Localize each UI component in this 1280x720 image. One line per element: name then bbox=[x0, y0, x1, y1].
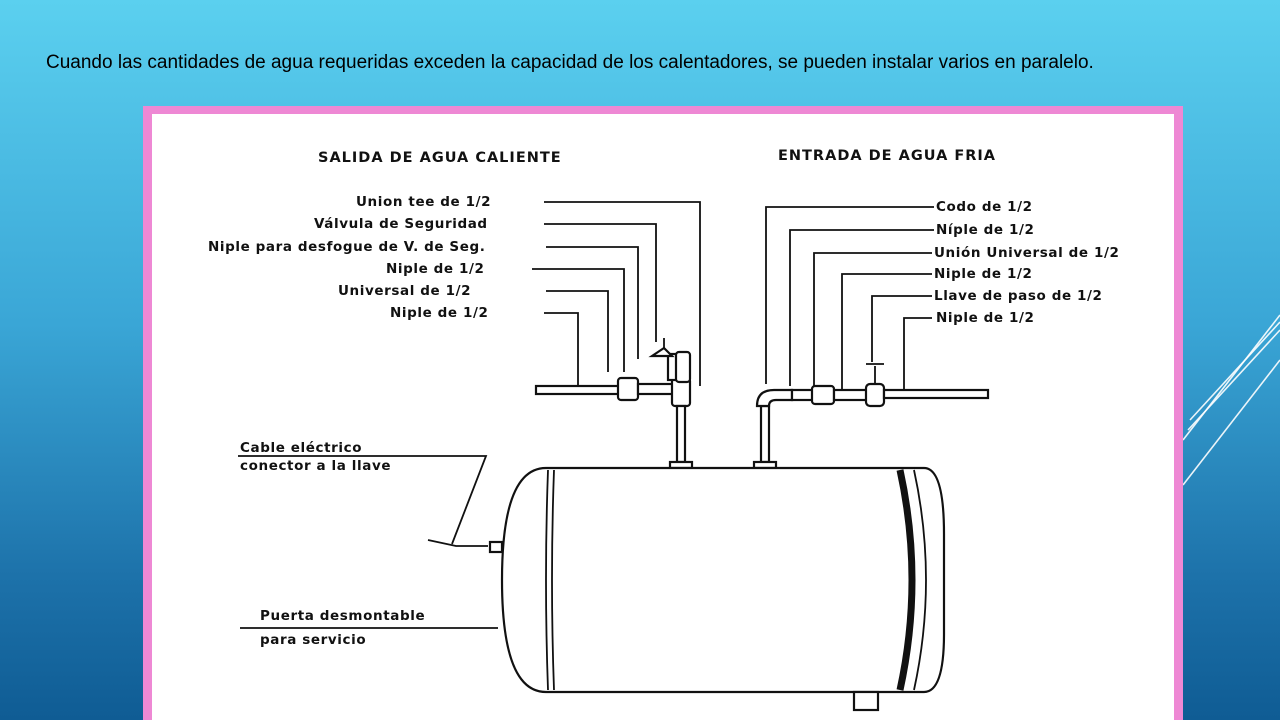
universal-union-right bbox=[810, 384, 836, 406]
water-heater-diagram: SALIDA DE AGUA CALIENTE ENTRADA DE AGUA … bbox=[152, 114, 1174, 720]
pipe-vertical-hot bbox=[675, 404, 687, 464]
tank-body bbox=[500, 466, 946, 694]
tank-support-leg bbox=[852, 690, 880, 712]
water-heater-tank bbox=[488, 466, 946, 712]
cold-water-piping bbox=[752, 363, 990, 470]
hot-water-piping bbox=[534, 338, 694, 470]
label-elbow: Codo de 1/2 bbox=[936, 199, 1033, 215]
side-leader-lines bbox=[238, 455, 498, 629]
label-nipple-left-2: Niple de 1/2 bbox=[390, 305, 489, 321]
tank-seam-left bbox=[545, 469, 549, 691]
safety-valve-bonnet bbox=[648, 346, 675, 358]
pipe-horizontal-right bbox=[882, 388, 990, 400]
leader-lines-left bbox=[532, 201, 701, 386]
leader-lines-right bbox=[765, 206, 934, 390]
diagram-canvas: SALIDA DE AGUA CALIENTE ENTRADA DE AGUA … bbox=[208, 148, 1120, 712]
gate-valve-body bbox=[864, 382, 886, 408]
label-cable-line1: Cable eléctrico bbox=[240, 440, 362, 456]
label-nipple-right-1: Níple de 1/2 bbox=[936, 222, 1035, 238]
header-cold-water-inlet: ENTRADA DE AGUA FRIA bbox=[778, 148, 996, 164]
label-universal-left: Universal de 1/2 bbox=[338, 283, 471, 299]
label-cable-line2: conector a la llave bbox=[240, 458, 391, 474]
pipe-horizontal-left bbox=[534, 384, 632, 396]
tank-end-cap bbox=[896, 469, 916, 691]
label-gate-valve: Llave de paso de 1/2 bbox=[934, 288, 1103, 304]
universal-union-left bbox=[616, 376, 640, 402]
label-nipple-right-2: Niple de 1/2 bbox=[934, 266, 1033, 282]
pipe-nipple-right-1 bbox=[790, 388, 816, 402]
label-safety-valve: Válvula de Seguridad bbox=[314, 216, 488, 232]
relief-nipple bbox=[674, 350, 692, 384]
electrical-connector bbox=[488, 540, 504, 554]
header-hot-water-outlet: SALIDA DE AGUA CALIENTE bbox=[318, 150, 562, 166]
pipe-nipple-right-2 bbox=[832, 388, 870, 402]
slide-text: Cuando las cantidades de agua requeridas… bbox=[46, 52, 1094, 73]
label-nipple-right-3: Niple de 1/2 bbox=[936, 310, 1035, 326]
label-union-tee: Union tee de 1/2 bbox=[356, 194, 491, 210]
label-nipple-left-1: Niple de 1/2 bbox=[386, 261, 485, 277]
label-door-line1: Puerta desmontable bbox=[260, 608, 425, 624]
label-relief-nipple: Niple para desfogue de V. de Seg. bbox=[208, 239, 486, 255]
pipe-vertical-cold bbox=[759, 404, 771, 464]
label-union-universal-right: Unión Universal de 1/2 bbox=[934, 245, 1120, 261]
elbow-fitting bbox=[755, 388, 794, 408]
label-door-line2: para servicio bbox=[260, 632, 366, 648]
